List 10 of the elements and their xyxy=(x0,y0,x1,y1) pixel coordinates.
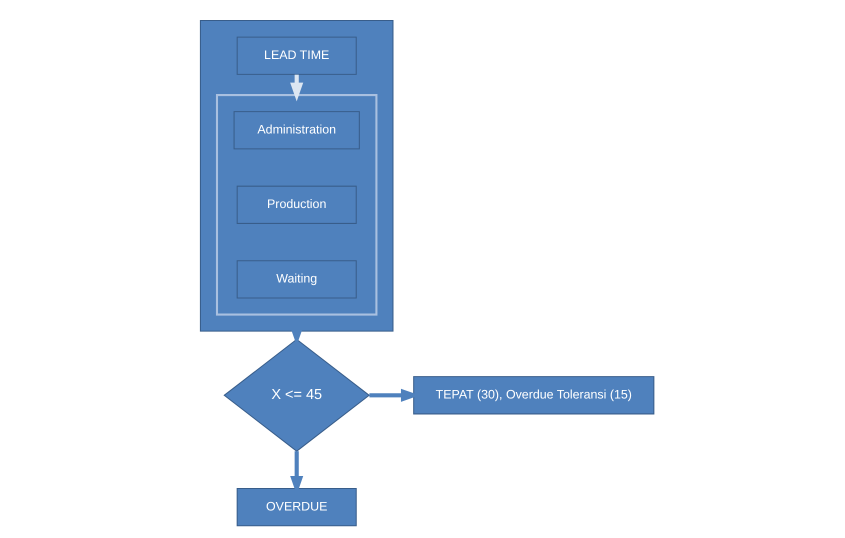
cluster xyxy=(215,94,377,316)
node-box: LEAD TIME xyxy=(236,36,356,75)
node-box: TEPAT (30), Overdue Toleransi (15) xyxy=(412,376,654,414)
node-box: Production xyxy=(236,186,356,224)
cluster xyxy=(199,20,393,332)
node-box: OVERDUE xyxy=(236,488,356,526)
arrow xyxy=(290,74,303,102)
node-diamond: X <= 45 xyxy=(222,338,370,452)
node-box: Waiting xyxy=(236,260,356,298)
node-box: Administration xyxy=(233,111,360,150)
